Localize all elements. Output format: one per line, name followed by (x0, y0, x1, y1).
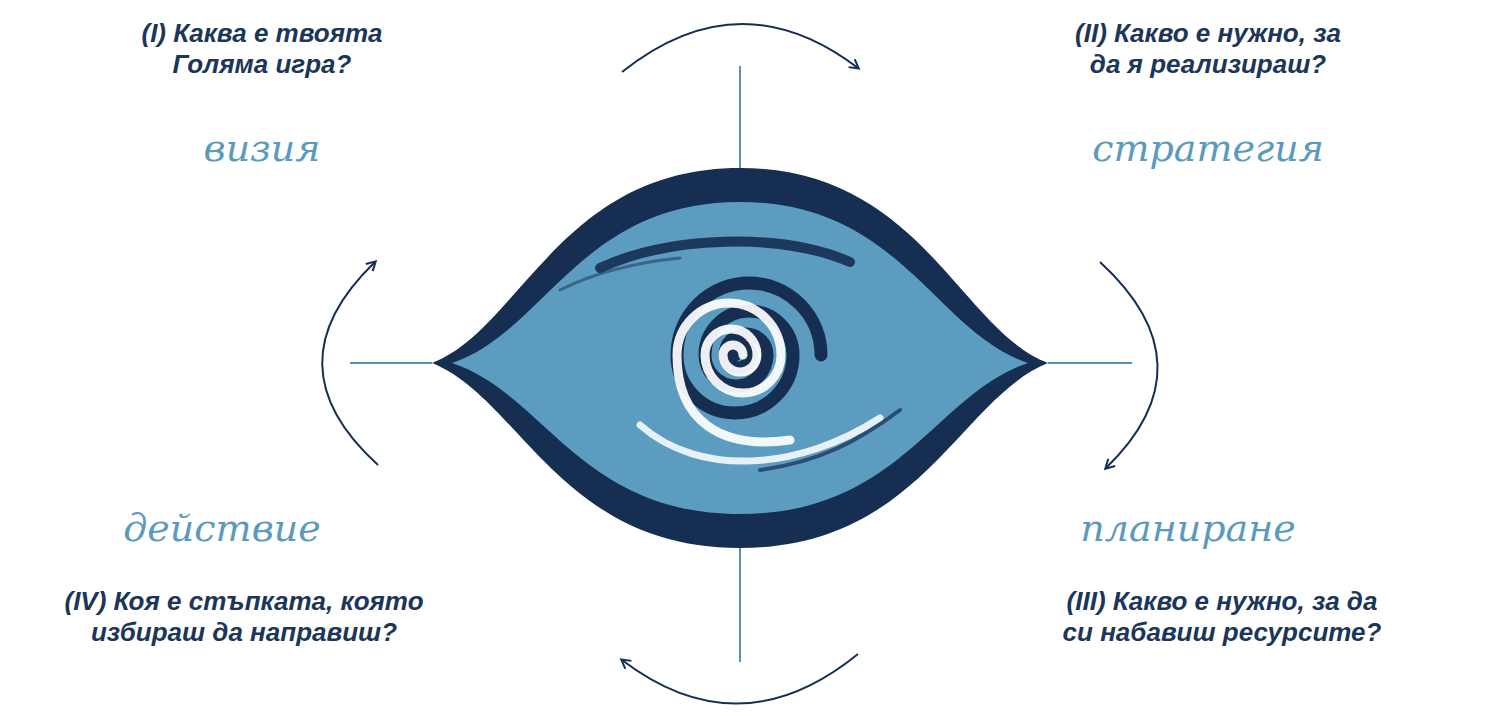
stage-word: действие (121, 504, 323, 552)
stage-word: визия (202, 124, 323, 172)
stage-word: планиране (1078, 504, 1298, 552)
eye-iris (452, 202, 1028, 514)
spiral-light (677, 303, 790, 442)
question-text: (III) Какво е нужно, за да си набавиш ре… (1059, 586, 1385, 648)
eye-outline (432, 168, 1048, 548)
spiral-tail (640, 418, 880, 461)
stage-word: стратегия (1090, 124, 1326, 172)
cycle-arrows (322, 24, 1157, 704)
question-text: (II) Какво е нужно, за да я реализираш? (1070, 18, 1346, 80)
spiral-streak (560, 258, 680, 290)
question-text: (IV) Коя е стъпката, която избираш да на… (61, 586, 427, 648)
spiral-tail (760, 410, 900, 470)
cross-lines (350, 66, 1132, 662)
question-text: (I) Каква е твоята Голяма игра? (137, 18, 388, 80)
